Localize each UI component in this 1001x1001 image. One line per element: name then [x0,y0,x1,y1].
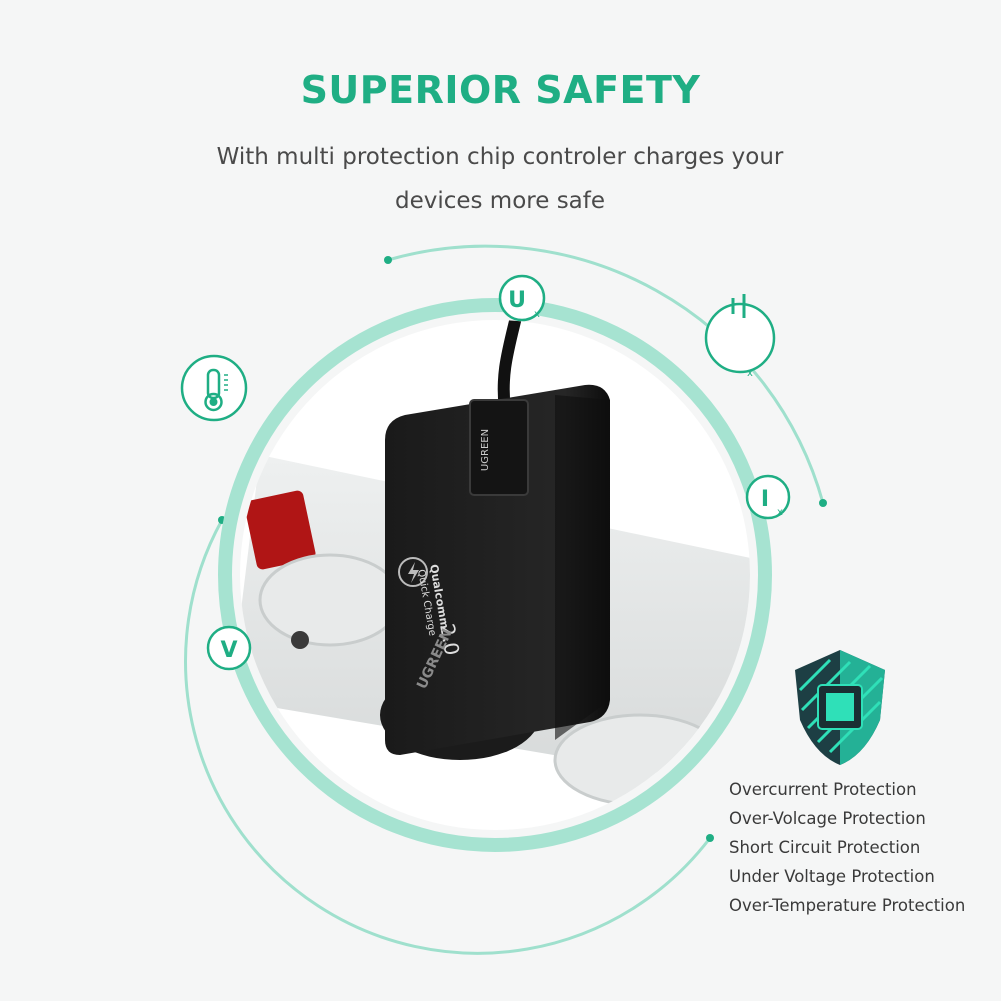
socket [258,553,402,647]
page-title: SUPERIOR SAFETY [300,68,701,112]
svg-text:x: x [747,368,753,379]
svg-text:I: I [761,487,769,512]
socket-pin [291,631,309,649]
voltage-icon: V [206,625,252,671]
current-limit-icon: I x [745,474,791,520]
page-subtitle: With multi protection chip controler cha… [216,144,784,214]
usb-plug [469,399,529,496]
qc-version: 2.0 [435,622,464,657]
usb-brand: UGREEN [480,429,491,471]
shield-chip-icon [795,650,885,765]
feature-item: Over-Volcage Protection [729,809,926,828]
svg-text:x: x [777,507,783,518]
overcurrent-icon: U x [498,274,546,322]
usb-cable [497,320,526,416]
charger-body [385,384,610,755]
bolt-icon [408,562,419,583]
svg-text:U: U [508,288,526,313]
outer-arc [387,244,825,504]
photo-ring [218,298,772,852]
thermometer-icon [180,354,248,422]
feature-list: Overcurrent Protection Over-Volcage Prot… [729,775,994,920]
feature-item: Over-Temperature Protection [729,896,966,915]
red-switch [244,490,316,570]
arc-dot [819,499,827,507]
charger-side [555,395,610,740]
feature-item: Overcurrent Protection [729,780,917,799]
svg-text:V: V [220,638,237,663]
qc-logo-icon [398,557,428,587]
feature-item: Under Voltage Protection [729,867,935,886]
arc-dot [384,256,392,264]
svg-text:x: x [534,309,540,320]
feature-item: Short Circuit Protection [729,838,921,857]
outer-arc-left [184,519,712,955]
short-circuit-icon: x [704,294,776,379]
product-photo: UGREEN Qualcomm Quick Charge 2.0 UGREEN [240,320,750,830]
arc-dot [706,834,714,842]
